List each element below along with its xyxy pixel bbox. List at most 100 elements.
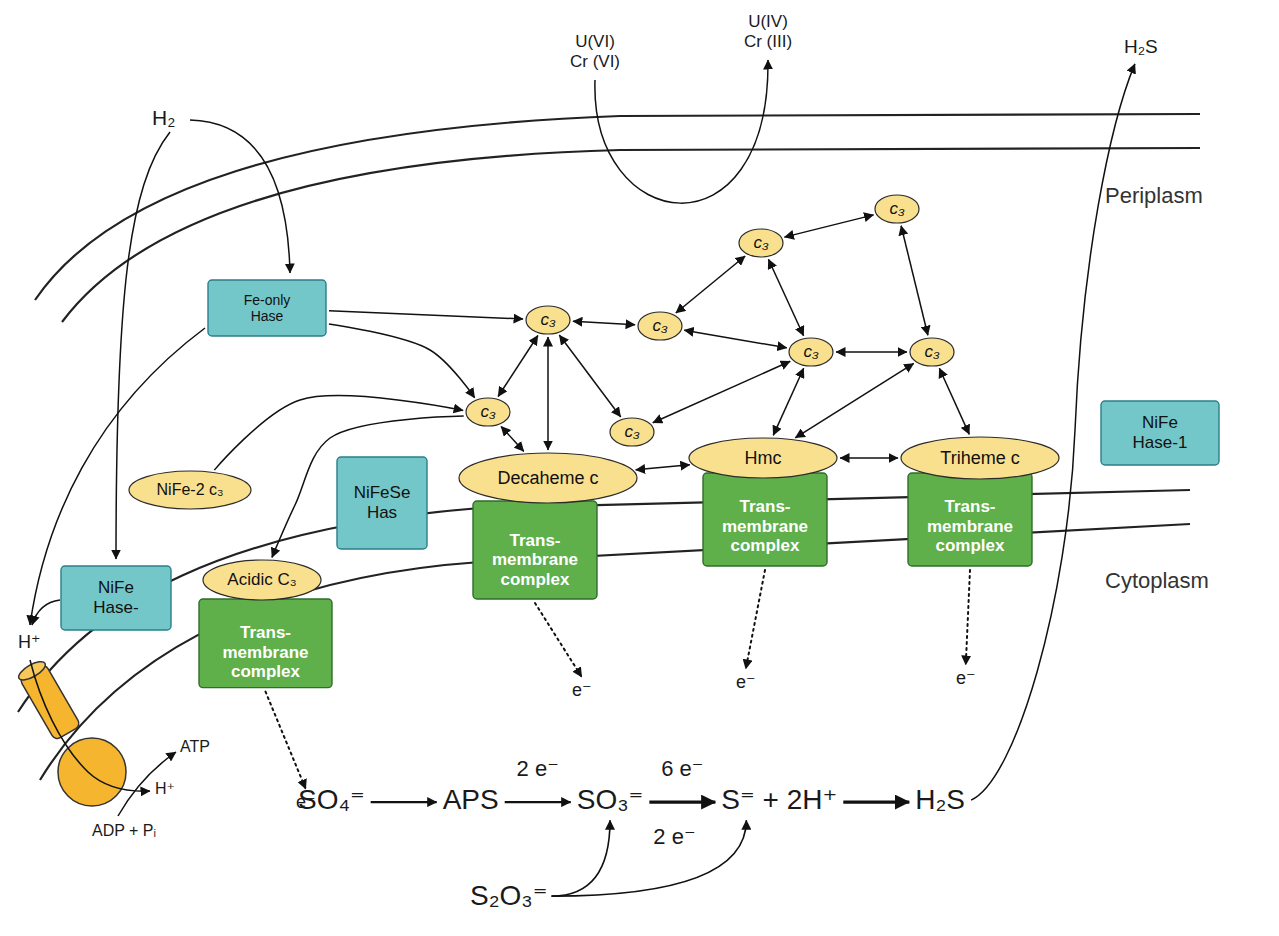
cytochrome-ellipse: Decaheme c — [458, 452, 638, 504]
cytochrome-c3: c₃ — [465, 397, 511, 427]
cytochrome-ellipse: NiFe-2 c₃ — [128, 470, 252, 510]
substrate-label: ADP + Pᵢ — [92, 822, 156, 840]
node-label: Decaheme c — [497, 468, 598, 489]
ellipse-outline — [638, 312, 682, 340]
box-outline — [908, 473, 1032, 566]
electron-count: 2 e⁻ — [653, 824, 695, 849]
reaction-arrow — [371, 801, 437, 803]
outer-membrane — [35, 114, 1200, 300]
electron-transfer-connector — [836, 351, 907, 353]
ellipse-outline — [910, 338, 954, 366]
transmembrane-box: Trans-membrane complex — [472, 500, 598, 600]
metal-reduction-arrow — [595, 60, 768, 203]
hydrogenase-box: Fe-only Hase — [207, 279, 327, 337]
compartment-label: Cytoplasm — [1105, 568, 1209, 593]
cytochrome-c3: c₃ — [738, 228, 784, 258]
node-label: NiFe Hase-1 — [1128, 413, 1192, 452]
compartment-label: Periplasm — [1105, 183, 1203, 208]
electron-label: e⁻ — [736, 672, 756, 693]
atp-synthase-stalk — [16, 658, 81, 741]
proton-label: H⁺ — [18, 632, 41, 653]
ellipse-outline — [526, 306, 570, 334]
transmembrane-box: Trans-membrane complex — [198, 598, 333, 689]
node-label: Acidic C₃ — [227, 570, 296, 590]
atp-label: ATP — [180, 738, 210, 756]
cytochrome-c3: c₃ — [909, 337, 955, 367]
ellipse-outline — [789, 338, 833, 366]
ellipse-outline — [129, 471, 251, 509]
electron-transfer-connector — [840, 457, 898, 459]
metal-label: U(IV) Cr (III) — [740, 12, 796, 51]
cytochrome-c3: c₃ — [788, 337, 834, 367]
electron-transfer-connector — [498, 335, 538, 396]
transmembrane-box: Trans-membrane complex — [702, 472, 828, 567]
electron-transfer-connector — [547, 337, 549, 450]
metal-label: U(VI) Cr (VI) — [567, 32, 623, 71]
electron-transfer-connector — [795, 363, 913, 437]
ellipse-outline — [610, 418, 654, 446]
node-label: c₃ — [480, 402, 495, 422]
reaction-arrow — [505, 801, 571, 803]
node-label: c₃ — [540, 310, 555, 330]
electron-transfer-connector — [573, 321, 635, 324]
node-label: Trans-membrane complex — [915, 497, 1025, 556]
node-label: Hmc — [745, 448, 782, 469]
node-label: NiFe Hase- — [87, 578, 145, 617]
electron-transfer-connector — [773, 368, 803, 435]
node-label: c₃ — [924, 342, 939, 362]
electron-transfer-connector — [329, 324, 475, 398]
node-label: c₃ — [889, 199, 904, 219]
electron-transfer-connector — [272, 416, 464, 557]
sulfur-species: SO₄⁼ — [298, 784, 365, 816]
box-outline — [337, 457, 427, 549]
electron-count: 2 e⁻ — [517, 756, 559, 781]
node-label: c₃ — [803, 342, 818, 362]
electron-transfer-connector — [559, 335, 620, 417]
electron-flow-arrow — [966, 570, 970, 665]
transmembrane-box: Trans-membrane complex — [907, 472, 1033, 567]
node-label: Trans-membrane complex — [211, 623, 321, 682]
node-label: c₃ — [753, 233, 768, 253]
box-outline — [703, 473, 827, 566]
electron-transfer-connector — [939, 368, 969, 434]
atp-synthase-stalk — [16, 658, 48, 683]
proton-arrow — [32, 600, 60, 625]
ellipse-outline — [203, 560, 321, 600]
cytochrome-c3: c₃ — [637, 311, 683, 341]
ellipse-outline — [901, 437, 1059, 479]
electron-transfer-connector — [768, 259, 803, 336]
ellipse-outline — [875, 195, 919, 223]
cytochrome-c3: c₃ — [525, 305, 571, 335]
electron-transfer-connector — [901, 226, 928, 335]
box-outline — [61, 566, 171, 630]
node-label: c₃ — [624, 422, 639, 442]
cytochrome-ellipse: Acidic C₃ — [202, 559, 322, 601]
electron-transfer-connector — [784, 215, 873, 237]
electron-transfer-connector — [684, 330, 787, 348]
node-label: Triheme c — [940, 448, 1019, 469]
box-outline — [1101, 401, 1219, 465]
electron-transfer-connector — [636, 465, 690, 470]
node-label: Trans-membrane complex — [710, 497, 820, 556]
sulfur-species: S₂O₃⁼ — [470, 880, 548, 912]
hydrogen-arrow — [190, 120, 290, 273]
hydrogenase-box: NiFe Hase-1 — [1100, 400, 1220, 466]
electron-transfer-connector — [501, 426, 524, 451]
sulfur-species: SO₃⁼ — [577, 784, 644, 816]
electron-transfer-connector — [329, 311, 523, 319]
cytochrome-ellipse: Hmc — [688, 437, 838, 479]
ellipse-outline — [689, 438, 837, 478]
hydrogenase-box: NiFeSe Has — [336, 456, 428, 550]
electron-transfer-connector — [676, 256, 745, 313]
reaction-arrow — [552, 820, 747, 896]
electron-transfer-connector — [653, 361, 790, 422]
node-label: c₃ — [652, 316, 667, 336]
hydrogenase-box: NiFe Hase- — [60, 565, 172, 631]
pathway-arrows — [266, 64, 1135, 896]
reaction-arrow — [843, 800, 909, 803]
gas-label: H₂ — [152, 106, 175, 130]
electron-label: e⁻ — [956, 668, 976, 689]
proton-arrow — [30, 660, 150, 791]
node-label: Fe-only Hase — [236, 292, 298, 324]
atp-arrow — [118, 752, 176, 816]
